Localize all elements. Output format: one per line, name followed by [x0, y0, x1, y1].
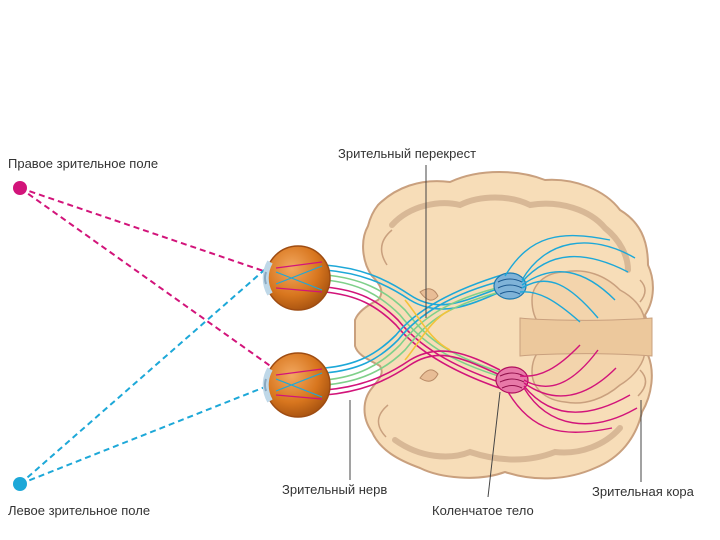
optic-nerve-label: Зрительный нерв: [282, 482, 387, 497]
sight-line-left-to-lower-eye: [20, 385, 270, 484]
optic-chiasm-label: Зрительный перекрест: [338, 146, 476, 161]
sight-line-right-to-upper-eye: [20, 188, 290, 280]
visual-cortex-label: Зрительная кора: [592, 484, 695, 499]
eyes: [265, 246, 330, 417]
left-visual-field-point: [13, 477, 27, 491]
sight-line-left-to-upper-eye: [20, 265, 270, 484]
geniculate-upper: [494, 273, 526, 299]
brain-section: [355, 172, 653, 478]
geniculate-lower: [496, 367, 528, 393]
lines-of-sight: [20, 188, 290, 484]
eye-upper: [265, 246, 330, 310]
geniculate-body-label: Коленчатое тело: [432, 503, 534, 518]
right-visual-field-label: Правое зрительное поле: [8, 156, 158, 171]
midline-fissure: [520, 318, 652, 356]
left-visual-field-label: Левое зрительное поле: [8, 503, 150, 518]
eye-lower: [265, 353, 330, 417]
right-visual-field-point: [13, 181, 27, 195]
